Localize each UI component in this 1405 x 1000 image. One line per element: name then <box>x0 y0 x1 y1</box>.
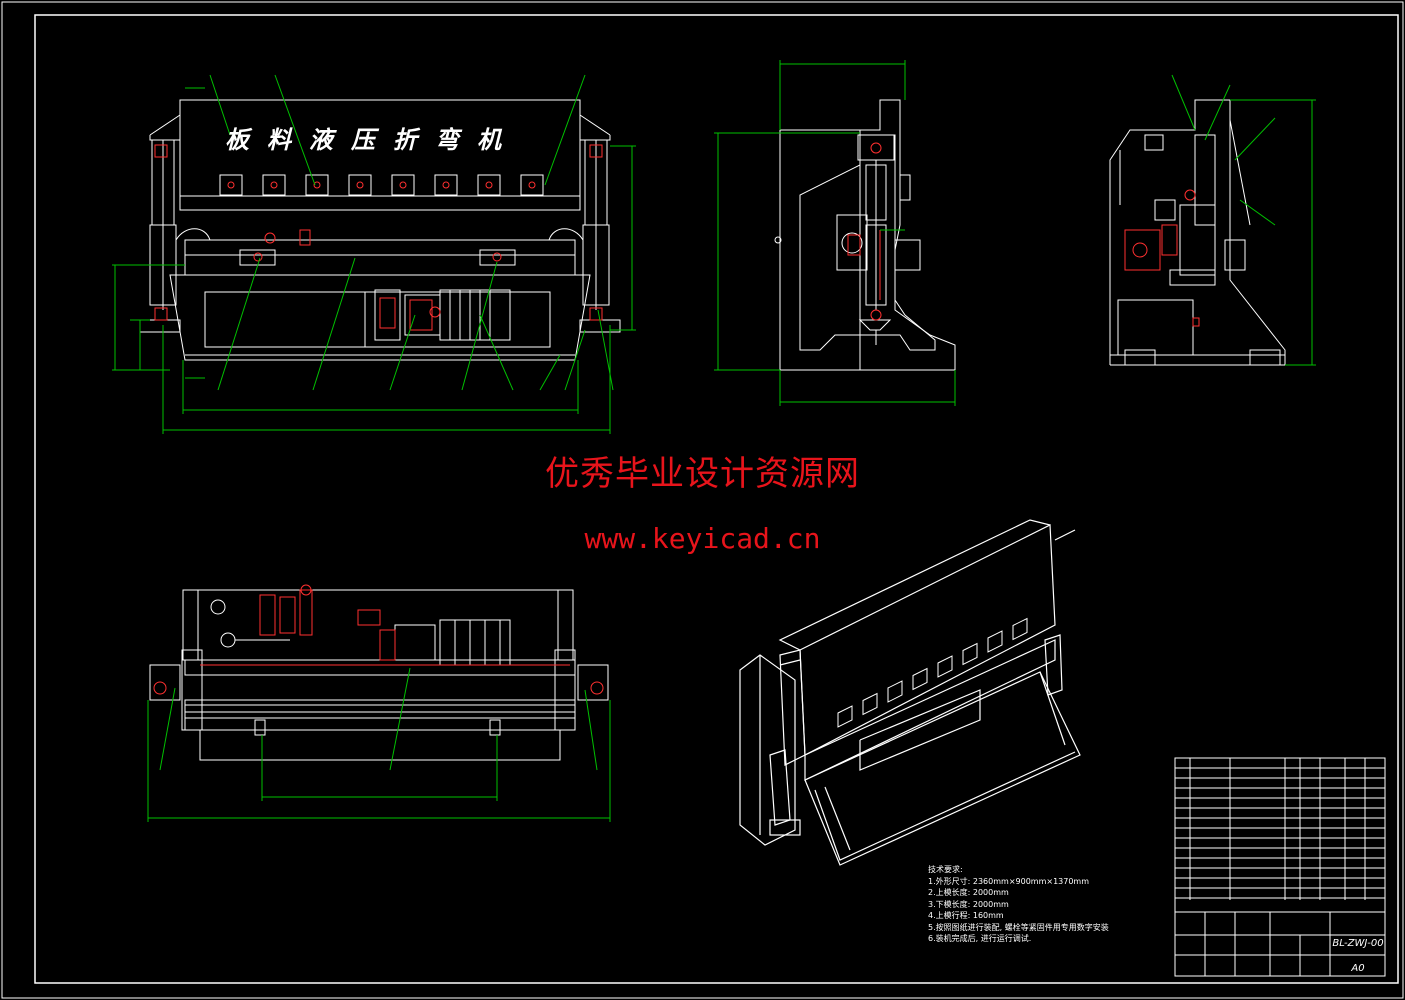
top-view-dimensions <box>147 667 611 822</box>
section-view-hydraulic <box>1124 189 1200 327</box>
technical-requirement-item: 6.装机完成后, 进行运行调试. <box>928 934 1032 943</box>
front-view-dimensions <box>112 74 636 434</box>
bolt-head <box>528 181 536 189</box>
machine-label-front: 板料液压折弯机 <box>225 125 519 154</box>
bolt-head <box>485 181 493 189</box>
front-view <box>139 99 621 361</box>
iso-bolt-plate <box>987 630 1003 653</box>
technical-requirements-heading: 技术要求: <box>928 865 963 874</box>
technical-requirements: 技术要求: 1.外形尺寸: 2360mm×900mm×1370mm 2.上模长度… <box>928 864 1109 945</box>
technical-requirement-item: 4.上模行程: 160mm <box>928 911 1004 920</box>
bolt-plate <box>262 174 286 196</box>
iso-bolt-plate <box>937 655 953 678</box>
bolt-head <box>399 181 407 189</box>
iso-bolt-plate <box>887 680 903 703</box>
side-view-hydraulic <box>847 142 882 321</box>
bolt-head <box>227 181 235 189</box>
bolt-head <box>270 181 278 189</box>
bolt-plate <box>391 174 415 196</box>
watermark-url[interactable]: www.keyicad.cn <box>584 522 821 555</box>
iso-bolt-plate <box>862 692 878 716</box>
bolt-plate <box>477 174 501 196</box>
sheet-inner-border <box>34 14 1399 984</box>
iso-bolt-plate <box>962 642 978 666</box>
technical-requirement-item: 1.外形尺寸: 2360mm×900mm×1370mm <box>928 876 1090 886</box>
technical-requirement-item: 3.下模长度: 2000mm <box>928 899 1009 909</box>
isometric-view <box>739 519 1081 866</box>
section-view <box>1109 99 1286 366</box>
bolt-plate <box>434 174 458 196</box>
title-block <box>1174 757 1386 977</box>
top-view <box>149 589 609 761</box>
sheet-size: A0 <box>1351 963 1365 974</box>
iso-bolt-plate <box>837 705 853 728</box>
bolt-plate <box>520 174 544 196</box>
technical-requirement-item: 5.按照图纸进行装配, 螺栓等紧固件用专用数字安装 <box>928 922 1109 932</box>
side-view <box>774 99 956 371</box>
bolt-plate <box>219 174 243 196</box>
bolt-head <box>313 181 321 189</box>
bolt-head <box>442 181 450 189</box>
iso-bolt-plate <box>912 667 928 691</box>
isometric-bolts <box>837 617 1028 728</box>
bolt-plate <box>305 174 329 196</box>
section-view-dimensions <box>1171 74 1316 366</box>
side-view-dimensions <box>714 60 956 406</box>
drawing-code: BL-ZWJ-00 <box>1332 938 1384 949</box>
bolt-head <box>356 181 364 189</box>
top-view-hydraulic <box>153 584 604 695</box>
front-view-hydraulic <box>154 144 603 331</box>
technical-requirement-item: 2.上模长度: 2000mm <box>928 888 1009 897</box>
iso-bolt-plate <box>1012 617 1028 641</box>
bolt-plate <box>348 174 372 196</box>
watermark-title: 优秀毕业设计资源网 <box>545 454 860 494</box>
